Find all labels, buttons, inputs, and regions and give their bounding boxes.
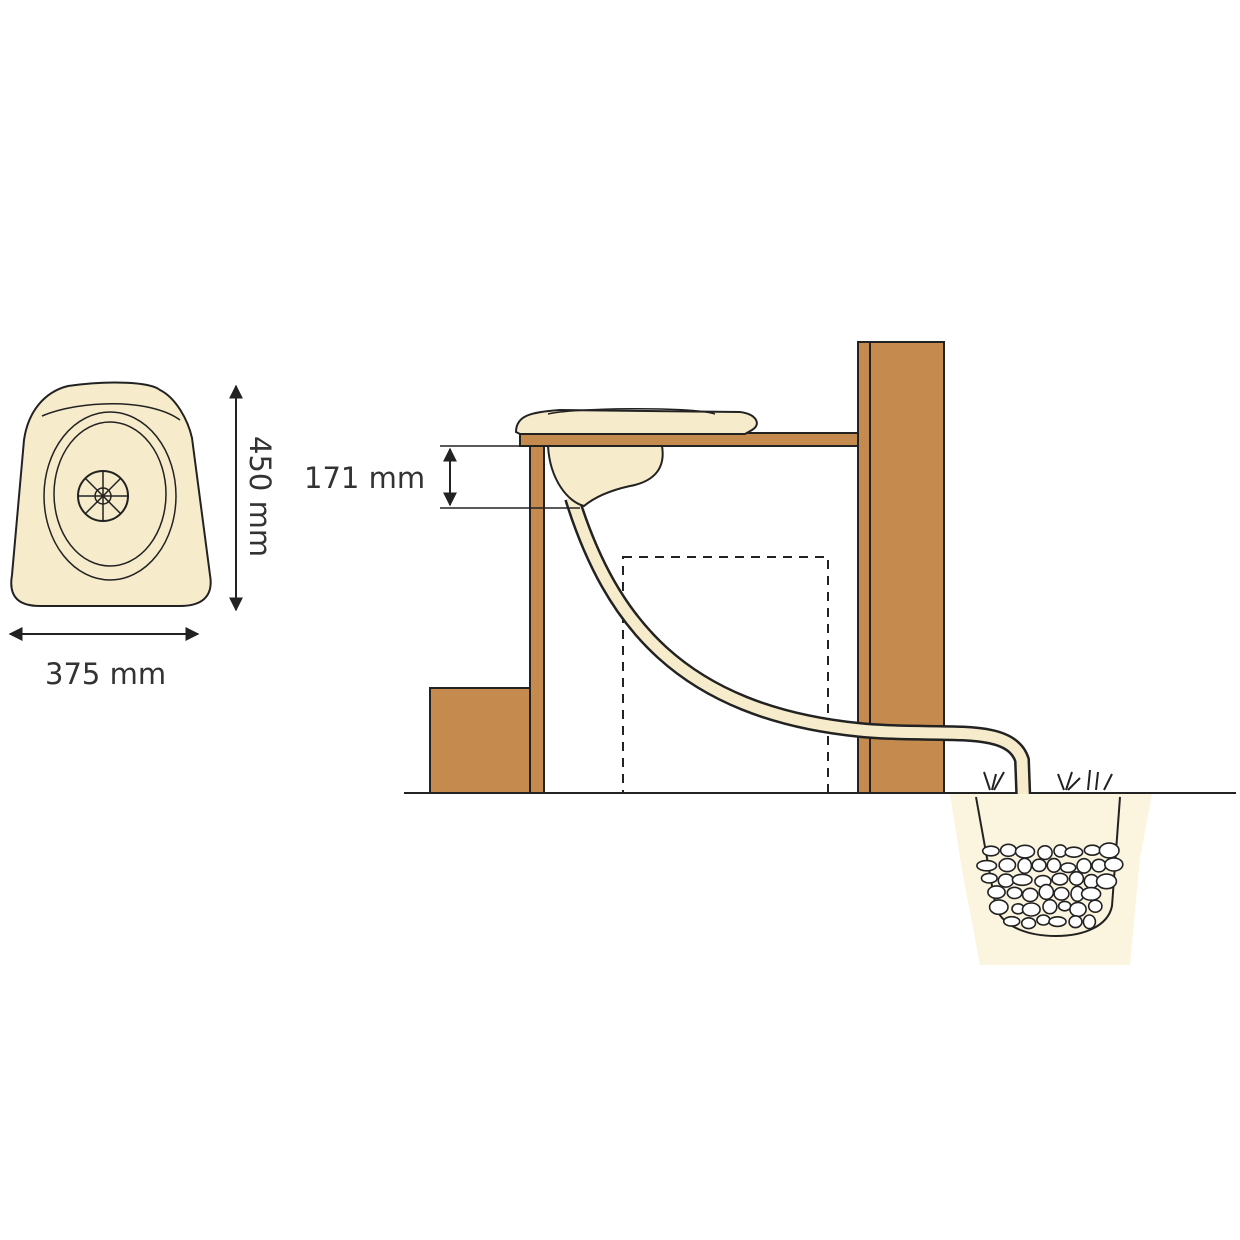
- gravel-stone: [976, 859, 998, 872]
- gravel-stone: [1046, 857, 1062, 874]
- bench-front-leg: [529, 443, 545, 794]
- wheel-grid-icon: [77, 470, 129, 522]
- gravel-stone: [1031, 858, 1047, 873]
- installation-side-view: 171 mm: [304, 341, 1236, 965]
- separator-top-view: 450 mm 375 mm: [8, 381, 277, 691]
- separator-seat-top: [514, 408, 758, 435]
- bowl-outer-ring: [43, 411, 177, 581]
- gravel-stone: [1037, 844, 1053, 861]
- gravel-stone: [1082, 914, 1097, 930]
- gravel-stone: [1064, 846, 1084, 859]
- gravel-stone: [1006, 886, 1023, 900]
- gravel-stone: [1098, 842, 1120, 859]
- gravel-stone: [1002, 915, 1021, 927]
- gravel-stone: [988, 899, 1009, 916]
- gravel-stone: [1068, 870, 1085, 886]
- gravel-stone: [1048, 915, 1067, 928]
- grass-right: [1057, 769, 1113, 791]
- gravel-stone: [1059, 862, 1077, 874]
- gravel-stone: [997, 873, 1015, 888]
- gravel-stone: [1076, 857, 1092, 874]
- gravel-stone: [998, 857, 1017, 873]
- gravel-stone: [1087, 899, 1103, 914]
- seat-lid-line: [547, 408, 716, 415]
- gravel-stone: [980, 872, 998, 884]
- width-dimension-label: 375 mm: [45, 657, 166, 691]
- gravel-stone: [987, 885, 1006, 900]
- gravel-stone: [1095, 873, 1118, 890]
- gravel-stone: [1042, 898, 1058, 915]
- gravel-stone: [1080, 886, 1102, 902]
- gravel-stone: [1020, 916, 1037, 930]
- gravel-stone: [1017, 857, 1033, 875]
- gravel-stone: [981, 845, 1000, 857]
- collection-container: [622, 556, 829, 794]
- gravel-stones: [976, 842, 1124, 930]
- gravel-stone: [1083, 844, 1102, 857]
- gravel-stone: [1021, 902, 1041, 917]
- gravel-stone: [1036, 914, 1051, 926]
- gravel-stone: [999, 843, 1018, 858]
- gravel-stone: [1038, 883, 1055, 901]
- gravel-stone: [1011, 873, 1033, 887]
- height-dimension-label: 450 mm: [243, 436, 277, 557]
- drop-dimension-label: 171 mm: [304, 461, 425, 495]
- grass-left: [983, 771, 1005, 791]
- drain-hose-outer: [564, 495, 1032, 816]
- step-block: [429, 687, 531, 794]
- bowl-inner-ring: [53, 421, 167, 567]
- gravel-stone: [1053, 886, 1070, 901]
- separator-top-rim: [41, 403, 181, 421]
- gravel-stone: [1068, 914, 1083, 929]
- gravel-stone: [1014, 844, 1036, 859]
- gravel-stone: [1021, 887, 1039, 903]
- gravel-stone: [1051, 872, 1069, 886]
- wall-post: [857, 341, 945, 794]
- gravel-stone: [1091, 858, 1107, 873]
- gravel-stone: [1104, 857, 1124, 872]
- separator-bowl: [546, 445, 664, 508]
- gravel-stone: [1069, 901, 1087, 918]
- gravel-stone: [1057, 900, 1072, 912]
- drain-hose-inner: [566, 496, 1030, 816]
